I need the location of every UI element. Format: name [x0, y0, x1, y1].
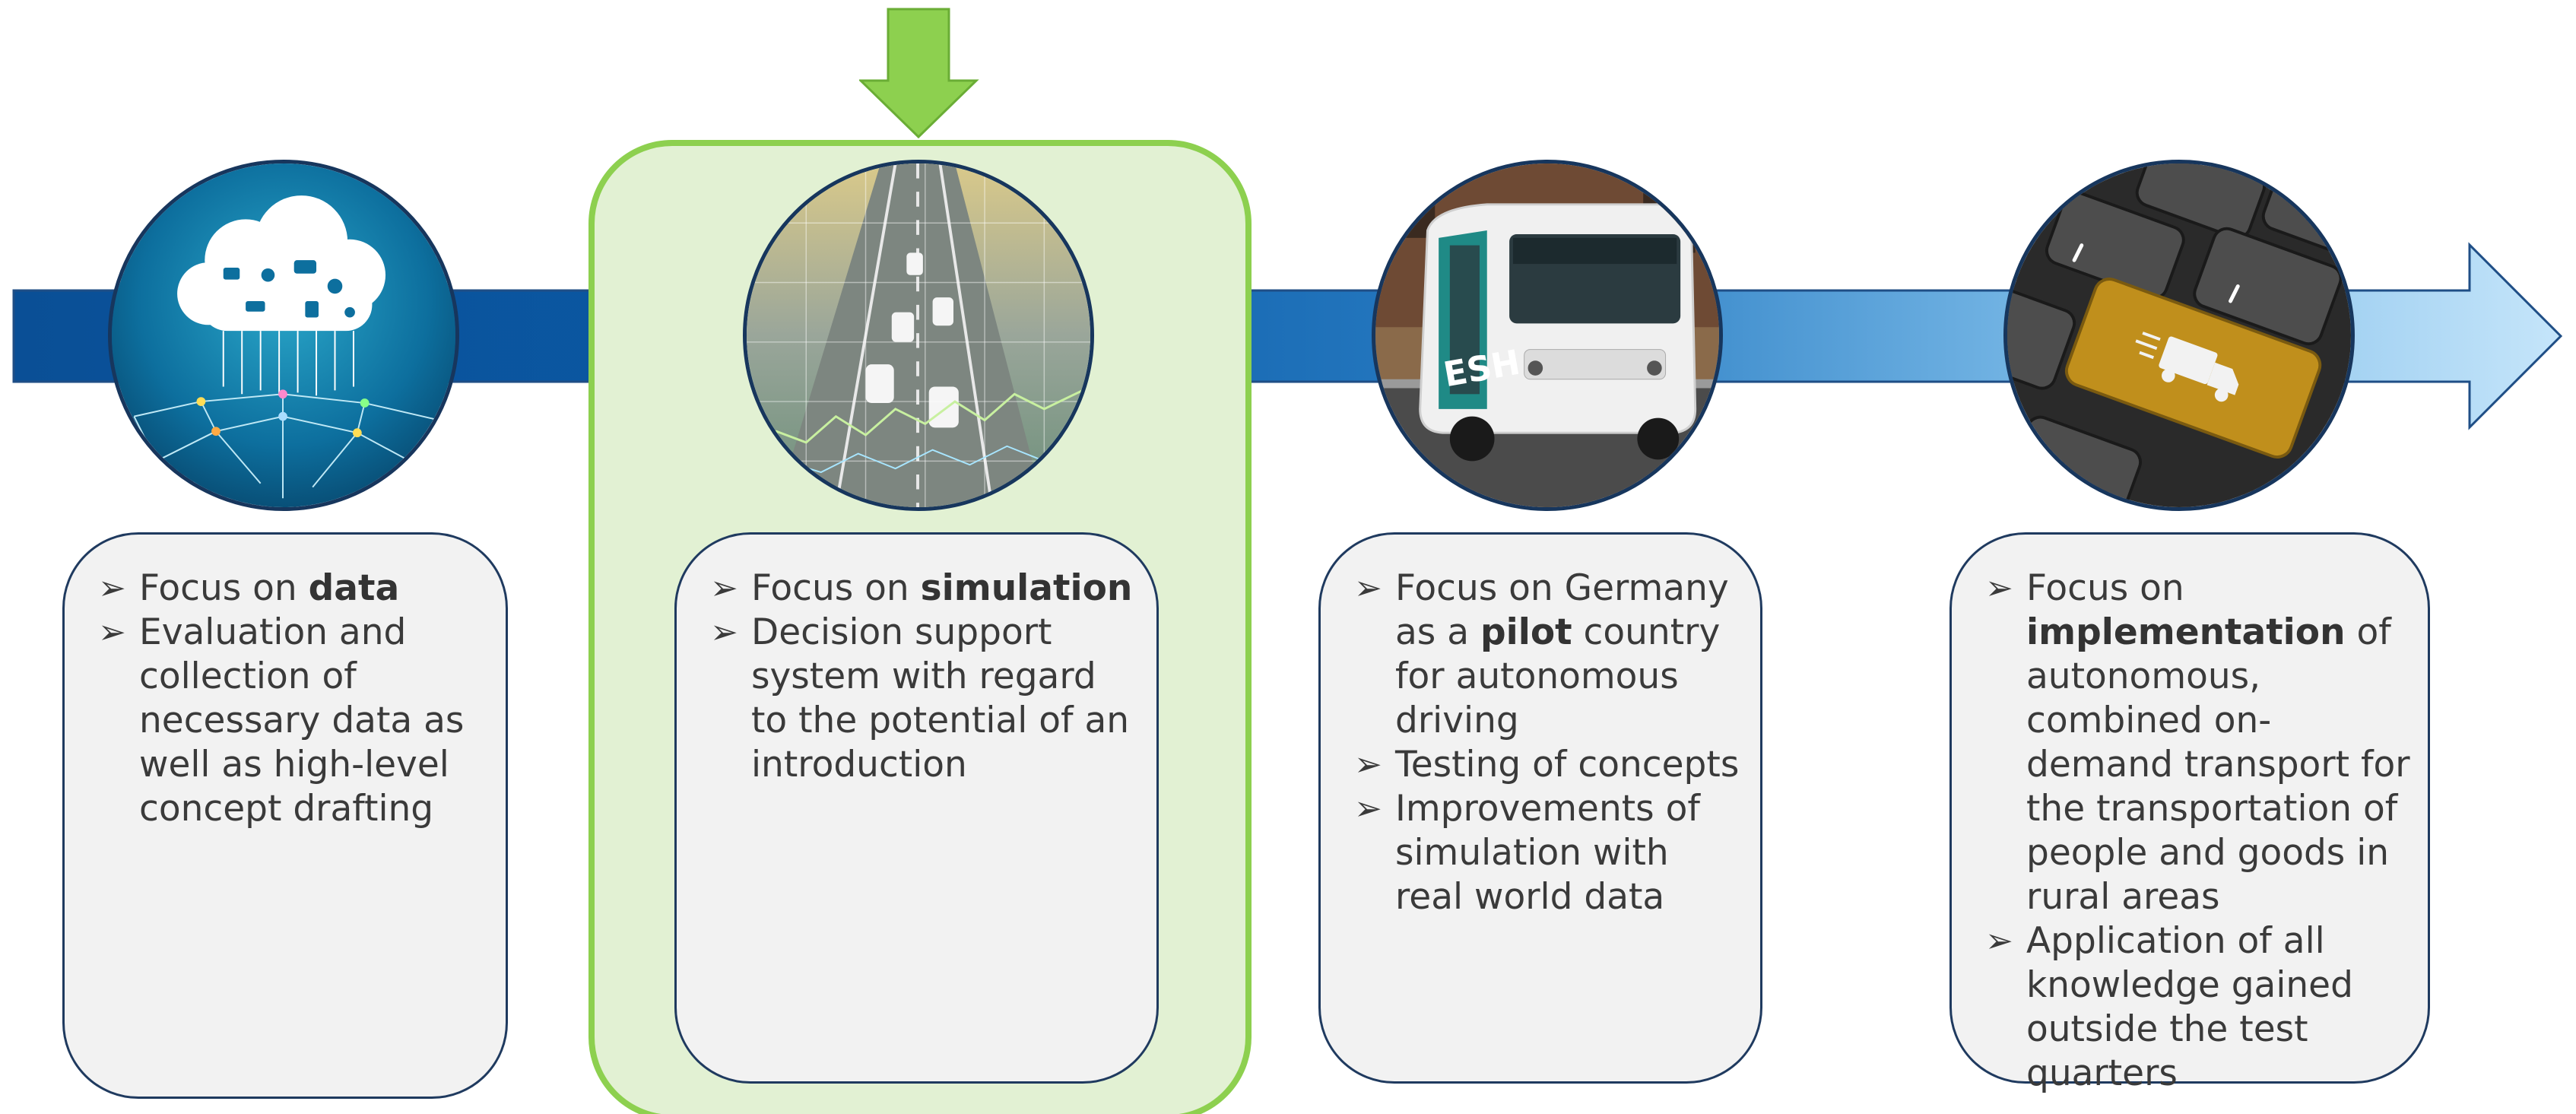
phase-3-card: ➢Focus on Germany as a pilot country for…	[1318, 532, 1762, 1084]
list-item: ➢Testing of concepts	[1354, 744, 1740, 786]
list-item: ➢Focus on data	[98, 567, 400, 609]
list-item: ➢Focus on implementation of autonomous, …	[1985, 567, 2410, 918]
autonomous-shuttle-icon: ESH	[1375, 163, 1719, 507]
phase-2-image	[743, 160, 1094, 511]
phase-2-card: ➢Focus on simulation ➢Decision support s…	[674, 532, 1159, 1084]
list-item: ➢Focus on Germany as a pilot country for…	[1354, 567, 1729, 741]
bullet-arrow-icon: ➢	[1354, 745, 1382, 784]
bullet-arrow-icon: ➢	[98, 613, 126, 652]
bullet-arrow-icon: ➢	[710, 613, 738, 652]
list-item: ➢Decision support system with regard to …	[710, 611, 1130, 786]
phase-3-image: ESH	[1372, 160, 1723, 511]
bullet-arrow-icon: ➢	[98, 569, 126, 608]
phase-4-bullet-list: ➢Focus on implementation of autonomous, …	[1968, 567, 2411, 1096]
current-phase-marker-arrow	[859, 8, 979, 139]
list-item: ➢Improvements of simulation with real wo…	[1354, 788, 1700, 918]
bullet-arrow-icon: ➢	[1354, 789, 1382, 828]
phase-3-bullet-list: ➢Focus on Germany as a pilot country for…	[1337, 567, 1743, 919]
list-item: ➢Evaluation and collection of necessary …	[98, 611, 465, 830]
phase-1-image	[108, 160, 459, 511]
phase-1-card: ➢Focus on data ➢Evaluation and collectio…	[62, 532, 508, 1099]
phase-2-bullet-list: ➢Focus on simulation ➢Decision support s…	[693, 567, 1140, 787]
keyboard-delivery-truck-icon	[2007, 163, 2351, 507]
data-cloud-network-icon	[112, 163, 455, 507]
phase-4-card: ➢Focus on implementation of autonomous, …	[1949, 532, 2430, 1094]
bullet-arrow-icon: ➢	[710, 569, 738, 608]
bullet-arrow-icon: ➢	[1985, 922, 2013, 960]
phase-1-bullet-list: ➢Focus on data ➢Evaluation and collectio…	[81, 567, 489, 831]
list-item: ➢Focus on simulation	[710, 567, 1133, 609]
traffic-simulation-icon	[747, 163, 1090, 507]
bullet-arrow-icon: ➢	[1985, 569, 2013, 608]
phase-4-image	[2003, 160, 2355, 511]
list-item: ➢Application of all knowledge gained out…	[1985, 920, 2353, 1094]
bullet-arrow-icon: ➢	[1354, 569, 1382, 608]
